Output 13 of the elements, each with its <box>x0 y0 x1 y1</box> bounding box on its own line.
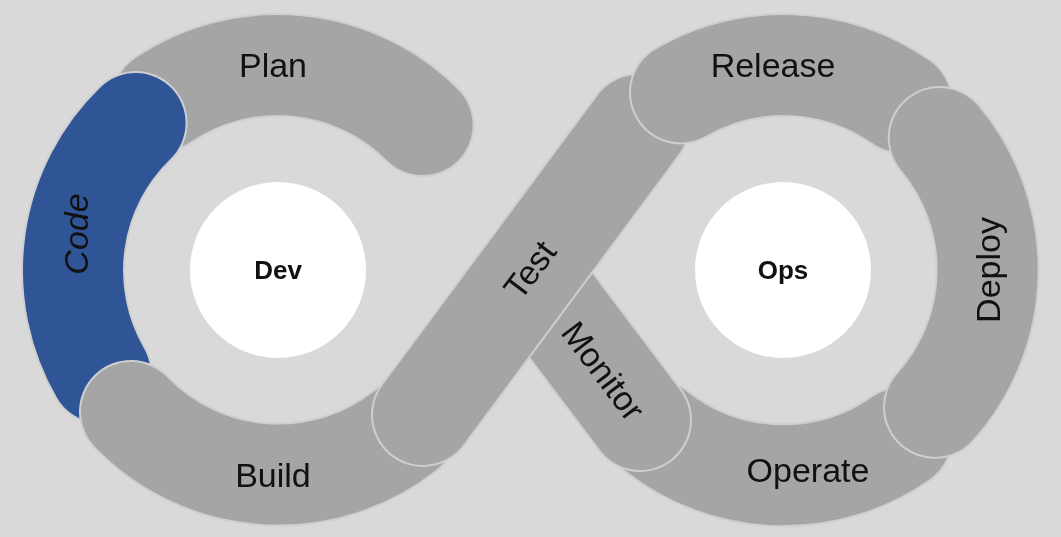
circle-label: Dev <box>254 254 302 286</box>
segment-label: Test <box>496 233 565 307</box>
segment-label: Plan <box>238 45 307 85</box>
center-circle <box>190 182 366 358</box>
center-circle <box>695 182 871 358</box>
loop-segment <box>628 13 950 153</box>
segment-label: Operate <box>746 450 870 490</box>
circle-label: Ops <box>757 254 809 286</box>
segment-label: Deploy <box>968 217 1008 323</box>
segment-label: Release <box>710 45 836 85</box>
segment-label: Code <box>56 193 96 276</box>
segment-label: Build <box>235 455 311 495</box>
loop-segment <box>883 86 1040 460</box>
